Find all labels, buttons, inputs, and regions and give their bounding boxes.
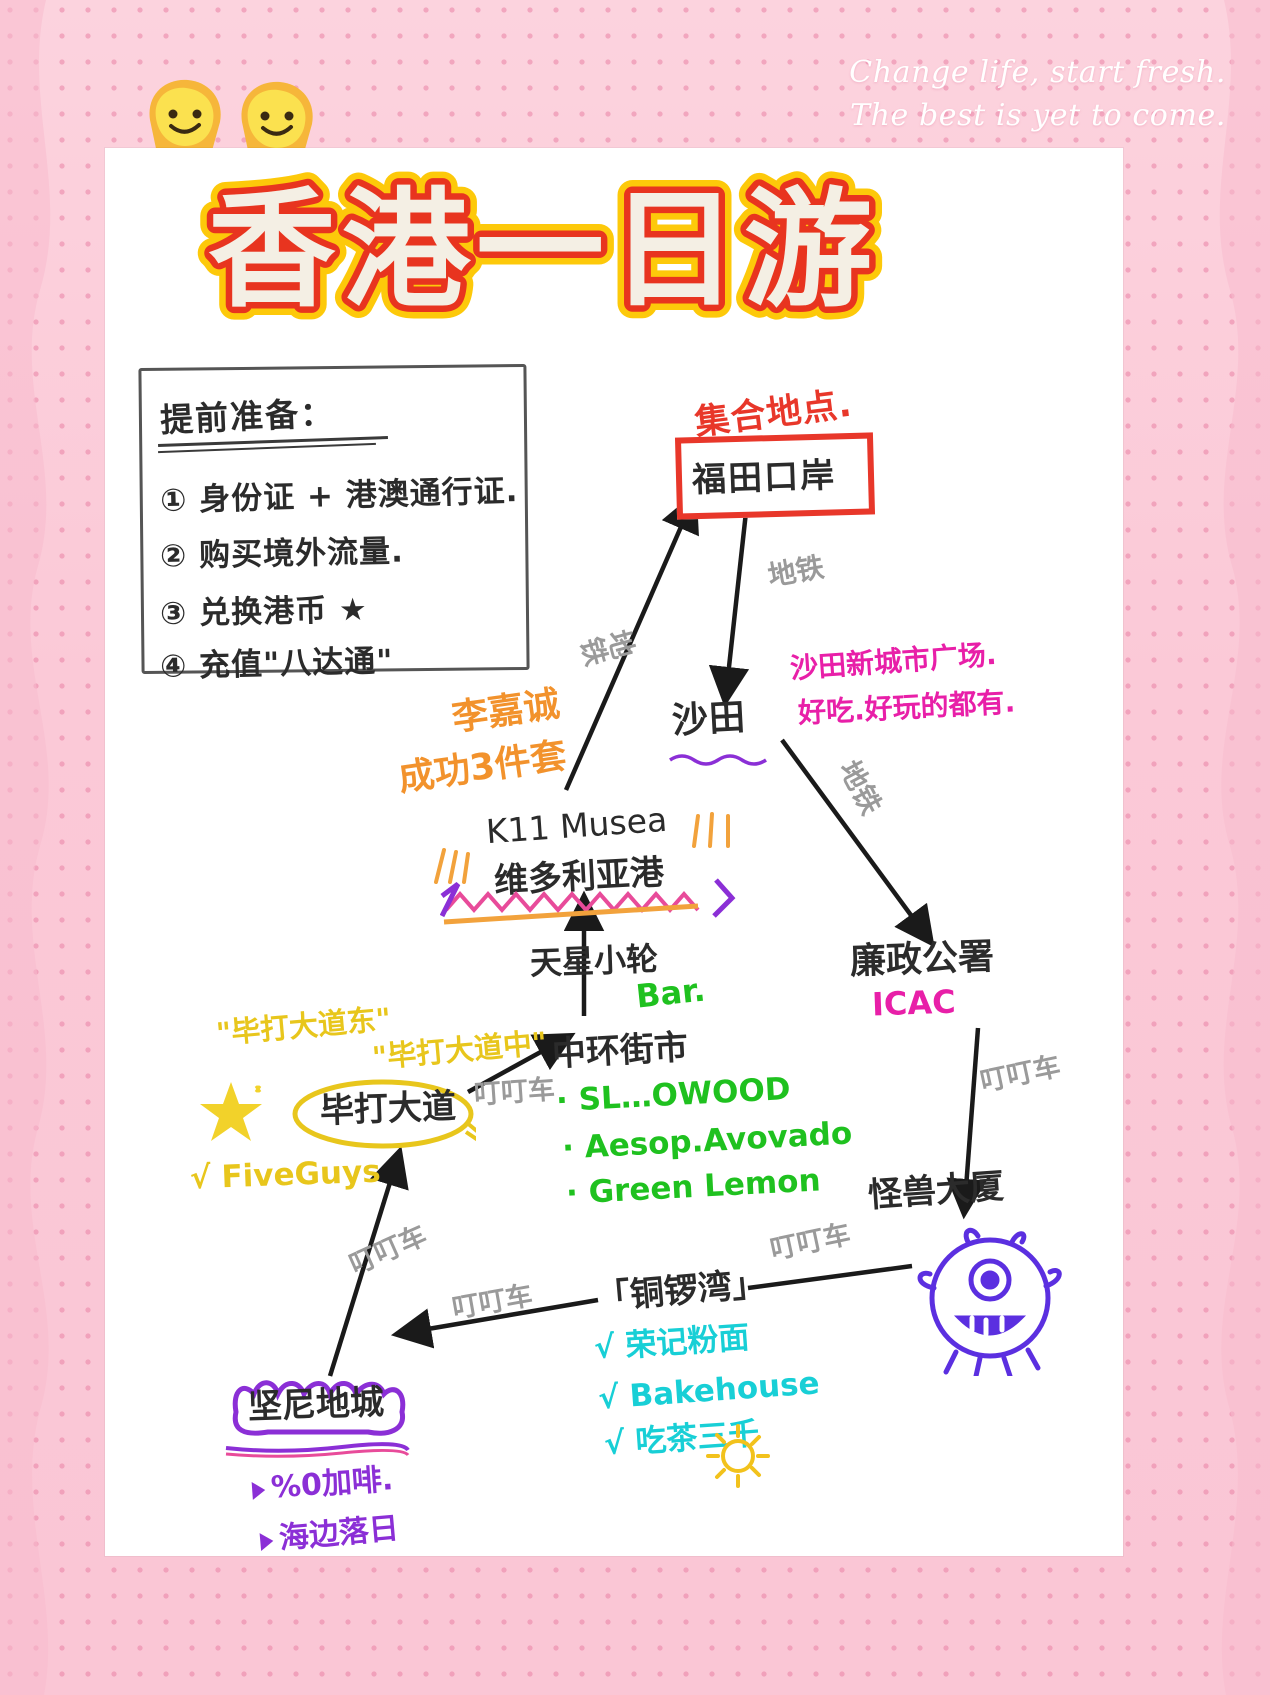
- triangle-bullet-icon: [251, 1480, 266, 1500]
- right-wave-edge: [1192, 0, 1270, 1695]
- bishop-ave-oval: [292, 1079, 476, 1149]
- triangle-bullet-icon-2: [259, 1531, 275, 1551]
- page-title: 香港一日游 香港一日游 香港一日游: [195, 163, 1020, 338]
- bishop-ave-label: 毕打大道: [319, 1086, 457, 1132]
- prep-item-4: ④ 充值"八达通": [159, 643, 394, 685]
- header-script-text: Change life, start fresh. The best is ye…: [756, 52, 1226, 137]
- sun-doodle: [706, 1424, 770, 1488]
- shatin-label: 沙田: [670, 697, 748, 742]
- kennedy-town-label: 坚尼地城: [247, 1382, 385, 1428]
- kennedy-town-bubble: [232, 1380, 406, 1436]
- k11-sparkle-left: [434, 848, 470, 884]
- star-ferry-label: 天星小轮: [529, 939, 659, 983]
- icac-cn-label: 廉政公署: [849, 936, 995, 983]
- yellow-star-doodle: [200, 1082, 262, 1141]
- monster-building-label: 怪兽大厦: [866, 1166, 1006, 1216]
- k11-sparkle-right: [692, 812, 730, 848]
- futian-port-label: 福田口岸: [691, 455, 837, 501]
- title-mid-stroke: 香港一日游: [208, 176, 878, 325]
- script-line-1: Change life, start fresh.: [849, 55, 1226, 90]
- prep-item-2: ② 购买境外流量.: [159, 533, 405, 575]
- five-guys-label: √ FiveGuys: [189, 1153, 382, 1197]
- central-market-label: 中环街市: [551, 1027, 689, 1075]
- prep-item-3: ③ 兑换港币 ★: [159, 591, 369, 633]
- title-fill: 香港一日游: [208, 176, 878, 325]
- shatin-underline: [669, 754, 767, 766]
- bar-label: Bar.: [634, 970, 708, 1016]
- icac-en-label: ICAC: [871, 982, 957, 1024]
- script-line-2: The best is yet to come.: [849, 97, 1226, 133]
- monster-doodle: [917, 1227, 1062, 1376]
- title-outer-stroke: 香港一日游: [208, 176, 878, 325]
- tram-label-bishop-central: 叮叮车: [472, 1074, 556, 1111]
- k11-zigzag-underline: [440, 878, 736, 925]
- left-wave-edge: [0, 0, 78, 1695]
- preparation-heading: 提前准备：: [159, 393, 336, 440]
- kennedy-underline: [225, 1442, 410, 1458]
